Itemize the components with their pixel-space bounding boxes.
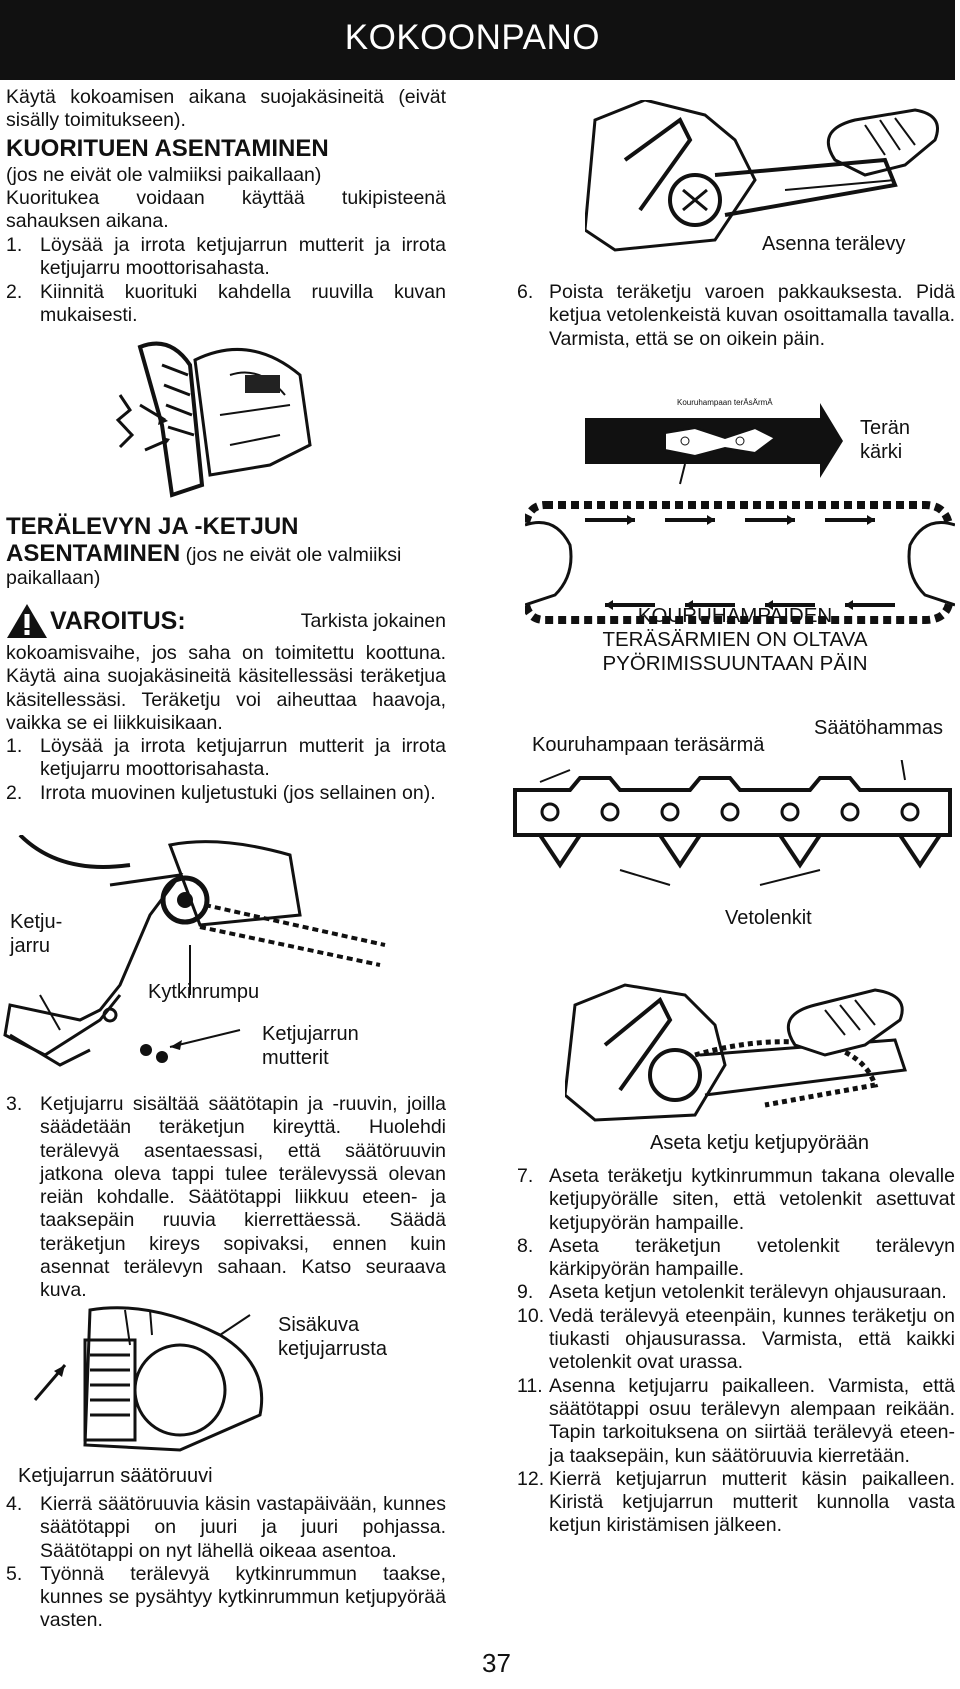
list-item: 2.Irrota muovinen kuljetustuki (jos sell… xyxy=(6,781,436,804)
warning-icon xyxy=(7,604,47,638)
list-item: 1.Löysää ja irrota ketjujarrun mutterit … xyxy=(6,735,446,781)
bark-support-figure xyxy=(115,341,312,498)
list-item: 11.Asenna ketjujarru paikalleen. Varmist… xyxy=(517,1374,955,1467)
chain-loop-figure xyxy=(525,501,955,624)
intro-text: Käytä kokoamisen aikana suojakäsineitä (… xyxy=(6,86,446,132)
guard-steps: 1.Löysää ja irrota ketjujarrun mutterit … xyxy=(6,234,446,327)
bar-steps: 1.Löysää ja irrota ketjujarrun mutterit … xyxy=(6,735,446,805)
bar-heading-line2: ASENTAMINEN (jos ne eivät ole valmiiksi … xyxy=(6,541,446,591)
warning-line1: VAROITUS: Tarkista jokainen xyxy=(50,607,446,635)
list-item: 6.Poista teräketju varoen pakkauksesta. … xyxy=(517,281,955,350)
list-item: 7.Aseta teräketju kytkinrummun takana ol… xyxy=(517,1165,955,1234)
label-saatohammas: Säätöhammas xyxy=(814,717,943,739)
chain-direction-figure xyxy=(585,403,843,485)
warning-text: kokoamisvaihe, jos saha on toimitettu ko… xyxy=(6,642,446,734)
list-item: 2.Kiinnitä kuorituki kahdella ruuvilla k… xyxy=(6,280,446,326)
bar-heading-sub: (jos ne eivät ole valmiiksi paikallaan) xyxy=(6,544,402,590)
list-item: 8.Aseta teräketjun vetolenkit terälevyn … xyxy=(517,1234,955,1281)
list-item: 4.Kierrä säätöruuvia käsin vastapäivään,… xyxy=(6,1493,446,1562)
chain-closeup-figure xyxy=(513,760,952,886)
warning-text-first: Tarkista jokainen xyxy=(300,610,446,632)
guard-subheading: (jos ne eivät ole valmiiksi paikallaan) xyxy=(6,164,322,186)
step-3: 3.Ketjujarru sisältää säätötapin ja -ruu… xyxy=(6,1093,446,1303)
bar-heading-strong: ASENTAMINEN xyxy=(6,540,181,567)
label-kouru: Kouruhampaan teräsärmä xyxy=(532,734,765,756)
label-saatoruuvi: Ketjujarrun säätöruuvi xyxy=(18,1465,213,1487)
steps-4-5: 4.Kierrä säätöruuvia käsin vastapäivään,… xyxy=(6,1493,446,1633)
sprocket-figure xyxy=(565,983,908,1122)
label-mutterit: Ketjujarrun mutterit xyxy=(262,1023,359,1069)
guard-heading: KUORITUEN ASENTAMINEN xyxy=(6,135,329,162)
list-item: 1.Löysää ja irrota ketjujarrun mutterit … xyxy=(6,234,446,280)
caption-sprocket: Aseta ketju ketjupyörään xyxy=(650,1132,870,1154)
label-dir-top: Kouruhampaan terÄsÄrmÄ xyxy=(677,398,773,407)
list-item: 5.Työnnä terälevyä kytkinrummun taakse, … xyxy=(6,1562,446,1632)
page-header: KOKOONPANO xyxy=(0,0,955,80)
step-6: 6.Poista teräketju varoen pakkauksesta. … xyxy=(517,281,955,351)
chain-note: KOURUHAMPAIDEN TERÄSÄRMIEN ON OLTAVA PYÖ… xyxy=(602,604,868,675)
list-item: 12.Kierrä ketjujarrun mutterit käsin pai… xyxy=(517,1467,955,1537)
label-ketjujarru: Ketju- jarru xyxy=(10,911,63,957)
guard-text: Kuoritukea voidaan käyttää tukipisteenä … xyxy=(6,187,446,233)
chain-brake-figure xyxy=(3,835,386,1067)
page-number: 37 xyxy=(482,1648,511,1678)
list-item: 3.Ketjujarru sisältää säätötapin ja -ruu… xyxy=(6,1093,446,1302)
steps-7-12: 7.Aseta teräketju kytkinrummun takana ol… xyxy=(517,1165,955,1538)
list-item: 10.Vedä terälevyä eteenpäin, kunnes terä… xyxy=(517,1304,955,1374)
label-vetolenkit: Vetolenkit xyxy=(725,907,812,929)
caption-install-bar: Asenna terälevy xyxy=(762,233,906,255)
label-tip: Terän kärki xyxy=(860,417,911,463)
page-title: KOKOONPANO xyxy=(344,18,600,57)
warning-label: VAROITUS: xyxy=(50,607,186,635)
install-bar-figure xyxy=(585,100,939,252)
label-kytkinrumpu: Kytkinrumpu xyxy=(148,981,260,1003)
bar-heading-line1: TERÄLEVYN JA -KETJUN xyxy=(6,513,299,540)
label-dir-bottom: Vetolenkit xyxy=(700,474,735,483)
list-item: 9.Aseta ketjun vetolenkit terälevyn ohja… xyxy=(517,1281,947,1304)
inner-brake-figure xyxy=(33,1306,264,1452)
label-sisakuva: Sisäkuva ketjujarrusta xyxy=(278,1314,387,1360)
